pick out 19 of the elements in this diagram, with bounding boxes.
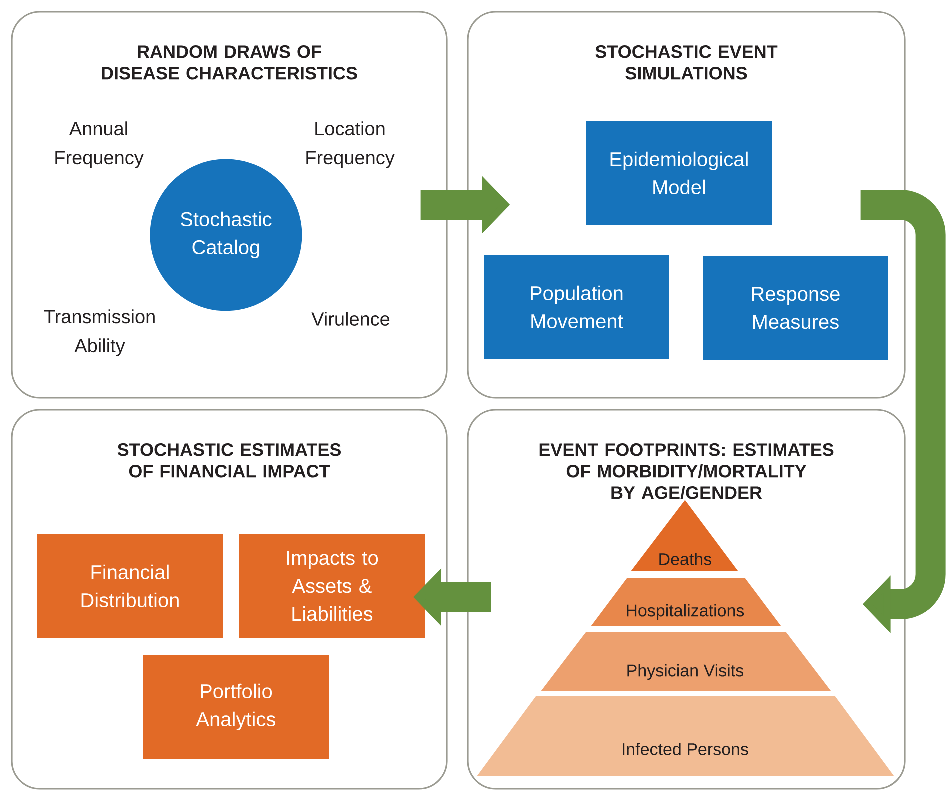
pyramid-level: Infected Persons — [477, 696, 894, 776]
process-box: Portfolio Analytics — [143, 655, 330, 760]
panel-heading: STOCHASTIC ESTIMATES OF FINANCIAL IMPACT — [118, 444, 341, 478]
process-box: Response Measures — [703, 256, 888, 360]
pyramid-level: Physician Visits — [541, 632, 832, 692]
side-label: Virulence — [312, 312, 390, 326]
process-box: Impacts to Assets & Liabilities — [239, 534, 426, 638]
panel-heading: RANDOM DRAWS OF DISEASE CHARACTERISTICS — [102, 46, 358, 80]
side-label: Transmission Ability — [44, 310, 155, 356]
pyramid-level: Hospitalizations — [591, 578, 782, 626]
panel-heading: STOCHASTIC EVENT SIMULATIONS — [596, 46, 778, 80]
process-box: Population Movement — [484, 255, 670, 360]
side-label: Annual Frequency — [56, 122, 144, 168]
panel-heading: EVENT FOOTPRINTS: ESTIMATES OF MORBIDITY/MORTALITY BY AGE/GENDER — [540, 444, 834, 500]
process-box: Financial Distribution — [37, 534, 224, 638]
block-arrow — [860, 190, 946, 634]
side-label: Location Frequency — [306, 122, 395, 168]
pyramid-level: Deaths — [631, 500, 738, 572]
process-box: Epidemiological Model — [586, 121, 772, 226]
